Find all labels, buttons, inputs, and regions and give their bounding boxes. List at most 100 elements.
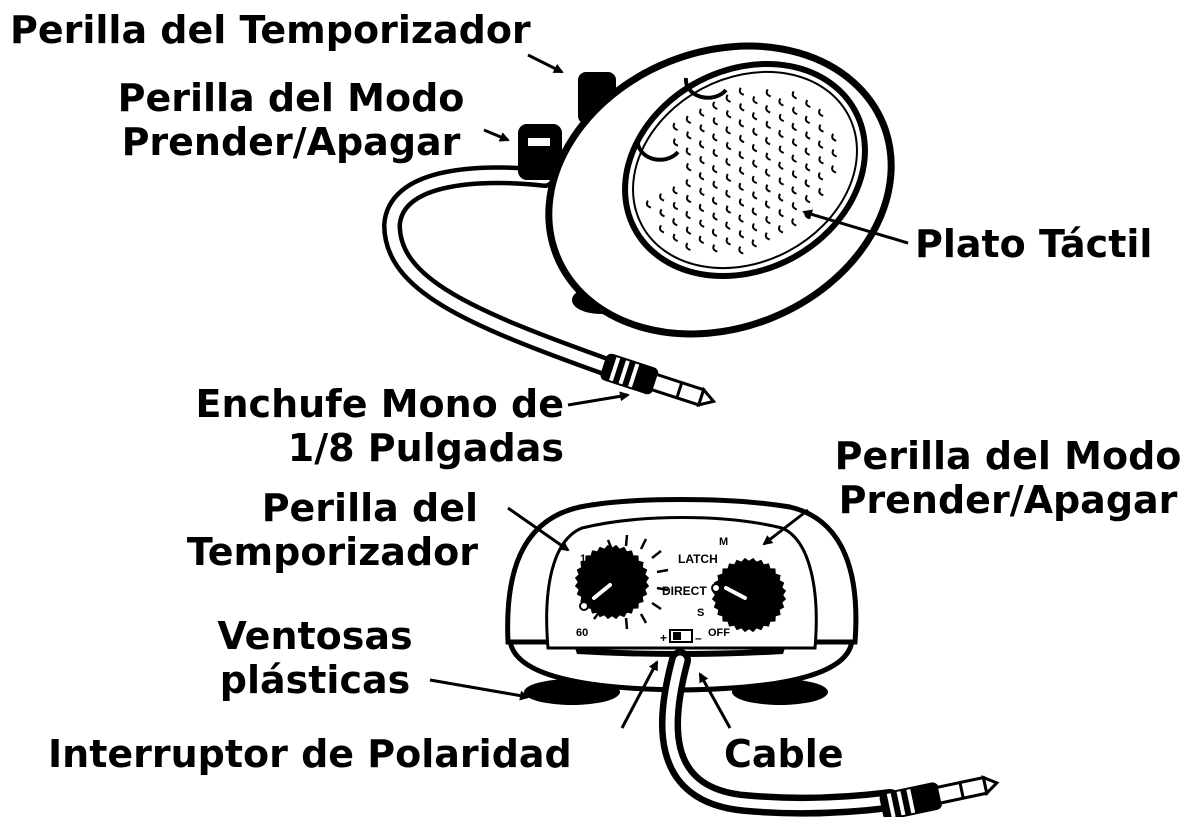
label-touch-plate: Plato Táctil — [915, 222, 1152, 266]
dimple — [778, 97, 784, 107]
label-suction-cups-line2: plásticas — [219, 658, 411, 702]
dimple — [725, 173, 732, 182]
dimple — [818, 108, 824, 118]
dimple — [685, 242, 691, 251]
mode-knob-bottom — [711, 557, 787, 633]
polarity-switch: + – — [660, 629, 702, 645]
dimple — [804, 115, 811, 125]
dimple — [725, 205, 732, 214]
dimple — [686, 131, 692, 140]
arrow-mode-top — [483, 128, 510, 142]
dimple — [738, 119, 745, 128]
dimple — [791, 170, 798, 179]
dimple — [751, 207, 758, 216]
arrow-plug — [567, 391, 630, 407]
dimple — [725, 221, 731, 230]
dimple — [738, 150, 744, 160]
dimple — [831, 133, 837, 142]
dimple — [711, 228, 718, 237]
label-mode-knob-bottom-line2: Prender/Apagar — [838, 478, 1178, 522]
label-timer-knob-bottom-line2: Temporizador — [186, 530, 478, 574]
dimple — [764, 232, 771, 241]
dimple — [685, 210, 691, 220]
dimple — [686, 162, 692, 172]
polarity-plus: + — [660, 631, 667, 645]
dimple — [765, 120, 771, 130]
dimple — [672, 201, 679, 211]
dimple — [805, 99, 811, 108]
dial-min-label: 1 — [580, 553, 586, 565]
label-suction-cups-line1: Ventosas — [217, 614, 413, 658]
dimple — [791, 186, 797, 195]
dimple — [712, 180, 718, 190]
dimple — [685, 147, 692, 156]
dimple — [752, 127, 758, 137]
dimple — [672, 233, 679, 242]
dimple — [778, 113, 785, 123]
dimple — [712, 244, 718, 253]
label-timer-knob-top-text: Perilla del Temporizador — [10, 8, 531, 52]
dimple — [751, 175, 758, 185]
off-label: OFF — [708, 627, 730, 639]
dimple — [818, 155, 824, 165]
dimple — [752, 191, 758, 200]
dimple — [805, 194, 811, 204]
label-timer-knob-bottom: Perilla del Temporizador — [150, 486, 478, 574]
dimple — [685, 226, 692, 235]
dimple — [817, 172, 824, 181]
arrow-cable — [698, 672, 732, 729]
label-plug: Enchufe Mono de 1/8 Pulgadas — [150, 382, 564, 470]
dial-max-label: 60 — [576, 627, 588, 639]
dimple — [831, 165, 837, 174]
dimple — [712, 133, 718, 142]
direct-label: DIRECT — [662, 584, 707, 598]
dimple — [752, 111, 758, 121]
label-plug-line1: Enchufe Mono de — [195, 382, 564, 426]
dimple — [725, 126, 731, 135]
dimple — [699, 140, 705, 149]
control-box-device: 1 60 LATCH DIRECT M S OFF + – — [505, 497, 1000, 817]
dimple — [792, 138, 798, 147]
polarity-minus: – — [695, 631, 702, 645]
dimple — [726, 109, 732, 119]
dimple — [738, 229, 745, 239]
dimple — [778, 145, 785, 154]
dimple — [765, 152, 771, 161]
label-polarity-switch-text: Interruptor de Polaridad — [48, 732, 572, 776]
dimple — [685, 115, 692, 124]
m-label: M — [719, 536, 728, 548]
dimple — [778, 161, 784, 170]
dimple — [752, 159, 758, 168]
touch-plate-dimples — [645, 87, 837, 255]
s-label: S — [697, 607, 704, 619]
dimple — [699, 108, 705, 117]
dimple — [778, 193, 784, 202]
dimple — [831, 148, 837, 158]
dimple — [725, 157, 731, 167]
arrow-touch-plate — [802, 209, 909, 245]
dimple — [645, 200, 652, 209]
arrow-mode-bottom — [762, 508, 809, 546]
dimple — [804, 147, 811, 156]
dimple — [699, 124, 705, 133]
dimple — [699, 219, 705, 228]
dimple — [712, 196, 718, 206]
dimple — [805, 163, 811, 172]
touch-switch-device — [381, 42, 895, 408]
dimple — [725, 189, 731, 199]
dimple — [712, 148, 718, 158]
dimple — [792, 106, 798, 116]
arrow-polarity — [620, 660, 659, 729]
dimple — [698, 235, 705, 244]
timer-knob-bottom — [574, 544, 650, 620]
dimple — [805, 131, 811, 140]
dimple — [818, 187, 824, 197]
dimple — [791, 122, 797, 132]
dimple — [765, 88, 772, 98]
dimple — [712, 101, 718, 110]
dimple — [791, 201, 798, 211]
dimple — [738, 214, 744, 223]
dimple — [712, 212, 718, 221]
mono-plug-icon — [600, 353, 717, 408]
label-mode-knob-bottom-line1: Perilla del Modo — [834, 434, 1182, 478]
